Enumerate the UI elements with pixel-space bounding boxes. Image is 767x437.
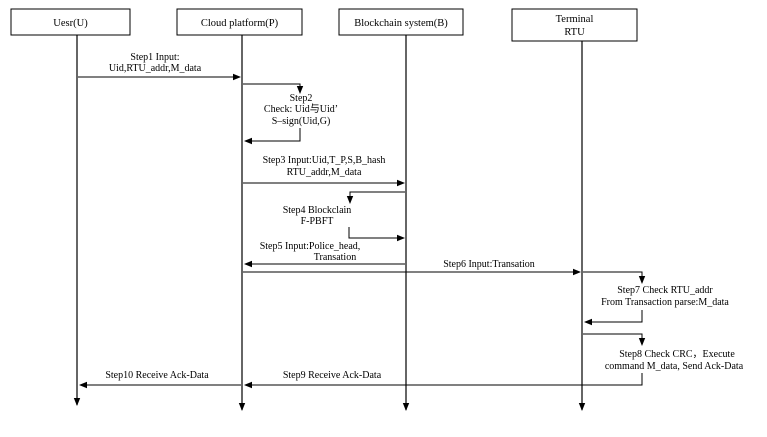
actor-user-box (10, 8, 131, 36)
step9-message: Step9 Receive Ack-Data (283, 370, 382, 381)
actor-terminal-label-line1: Terminal (556, 14, 594, 25)
step5-message: Step5 Input:Police_head, Transation (244, 241, 405, 268)
step2-arrow-back (244, 128, 301, 145)
step7-label-line2: From Transaction parse:M_data (601, 297, 729, 308)
actor-terminal-rtu: Terminal RTU (511, 8, 638, 42)
step1-message: Step1 Input: Uid,RTU_addr,M_data (78, 52, 241, 81)
step3-label-line1: Step3 Input:Uid,T_P,S,B_hash (263, 155, 386, 166)
step4-arrow-out (346, 191, 405, 204)
step1-label-line2: Uid,RTU_addr,M_data (109, 63, 202, 74)
step9-label: Step9 Receive Ack-Data (283, 370, 382, 381)
actor-cloud-box (176, 8, 303, 36)
step8-arrow-back (244, 373, 643, 389)
actor-blockchain-label: Blockchain system(B) (354, 18, 448, 29)
step5-label-line1: Step5 Input:Police_head, (260, 241, 361, 252)
actor-blockchain: Blockchain system(B) (338, 8, 464, 36)
step8-arrow-out (583, 333, 646, 346)
step10-message: Step10 Receive Ack-Data (79, 370, 241, 389)
actor-terminal-label-line2: RTU (564, 27, 585, 38)
step6-message: Step6 Input:Transation (243, 259, 581, 276)
actor-cloud-label: Cloud platform(P) (201, 18, 279, 29)
step2-label-line1: Step2 (290, 93, 313, 104)
step7-label-line1: Step7 Check RTU_addr (617, 285, 713, 296)
step8-message: Step8 Check CRC，Execute command M_data, … (244, 333, 744, 389)
step7-message: Step7 Check RTU_addr From Transaction pa… (583, 271, 729, 326)
step2-arrow-out (243, 83, 304, 94)
step3-label-line2: RTU_addr,M_data (287, 167, 362, 178)
actor-user-label: Uesr(U) (53, 18, 88, 29)
step8-label-line2: command M_data, Send Ack-Data (605, 361, 744, 372)
actor-terminal-box (511, 8, 638, 42)
step4-message: Step4 Blockclain F-PBFT (283, 191, 405, 242)
step1-label-line1: Step1 Input: (130, 52, 179, 63)
step6-label: Step6 Input:Transation (443, 259, 535, 270)
actor-cloud-platform: Cloud platform(P) (176, 8, 303, 36)
step7-arrow-back (584, 310, 643, 326)
step2-label-line2: Check: Uid与Uid’ (264, 103, 338, 115)
step5-label-line2: Transation (314, 252, 356, 263)
step4-label-line2: F-PBFT (301, 216, 334, 227)
step7-arrow-out (583, 271, 646, 284)
step4-label-line1: Step4 Blockclain (283, 205, 352, 216)
step10-label: Step10 Receive Ack-Data (105, 370, 209, 381)
step2-label-line3: S–sign(Uid,G) (272, 116, 331, 127)
step2-message: Step2 Check: Uid与Uid’ S–sign(Uid,G) (243, 83, 338, 145)
step8-label-line1: Step8 Check CRC，Execute (619, 349, 735, 360)
actor-user: Uesr(U) (10, 8, 131, 36)
step3-message: Step3 Input:Uid,T_P,S,B_hash RTU_addr,M_… (243, 155, 405, 187)
actor-blockchain-box (338, 8, 464, 36)
step4-arrow-back (348, 227, 405, 242)
